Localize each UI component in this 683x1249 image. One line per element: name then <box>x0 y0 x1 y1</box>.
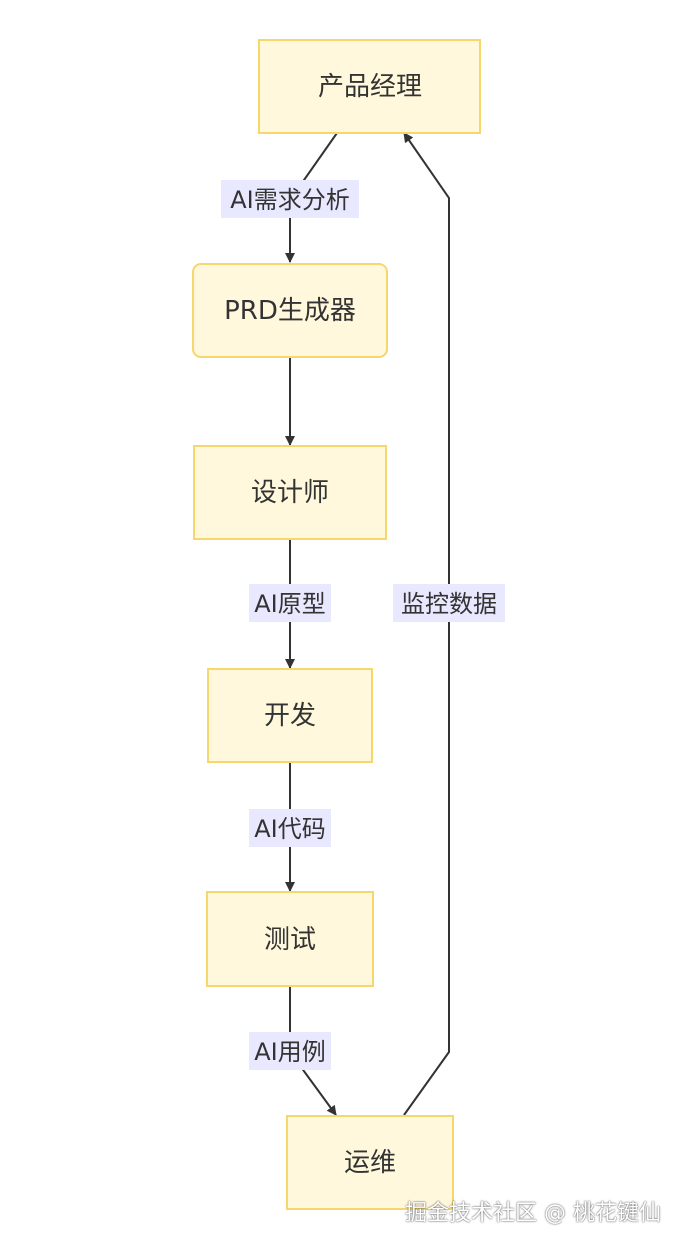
edge-label-bg <box>221 180 359 218</box>
node-dev: 开发 <box>207 668 373 763</box>
edge-label-bg <box>393 584 505 622</box>
node-label: 产品经理 <box>318 72 422 102</box>
edge-label-text: AI需求分析 <box>230 186 350 214</box>
edge-label-bg <box>249 1032 331 1070</box>
node-box <box>258 39 481 134</box>
edge-label-designer-dev: AI原型 <box>249 584 331 622</box>
node-test: 测试 <box>206 891 374 987</box>
node-ops: 运维 <box>286 1115 454 1210</box>
node-box <box>207 668 373 763</box>
edge-ops-to-pm <box>403 132 450 1116</box>
edge-label-text: AI代码 <box>254 815 326 843</box>
edge-label-dev-test: AI代码 <box>249 809 331 847</box>
watermark-text: 掘金技术社区 @ 桃花键仙 <box>405 1201 661 1226</box>
node-prd-generator: PRD生成器 <box>192 263 388 358</box>
node-label: 测试 <box>264 925 316 955</box>
node-box <box>286 1115 454 1210</box>
node-designer: 设计师 <box>193 445 387 540</box>
edge-label-bg <box>249 809 331 847</box>
edge-label-text: AI原型 <box>254 590 326 618</box>
node-label: 运维 <box>344 1148 396 1178</box>
edge-label-ops-pm: 监控数据 <box>393 584 505 622</box>
edge-line-ops-pm <box>403 132 450 1116</box>
edge-label-text: AI用例 <box>254 1038 326 1066</box>
node-box <box>192 263 388 358</box>
node-box <box>193 445 387 540</box>
edge-label-bg <box>249 584 331 622</box>
edge-label-test-ops: AI用例 <box>249 1032 331 1070</box>
node-label: 设计师 <box>251 478 329 508</box>
node-product-manager: 产品经理 <box>258 39 481 134</box>
node-label: PRD生成器 <box>224 296 356 326</box>
node-box <box>206 891 374 987</box>
node-label: 开发 <box>264 701 316 731</box>
edge-label-text: 监控数据 <box>401 590 497 618</box>
edge-label-pm-prd: AI需求分析 <box>221 180 359 218</box>
